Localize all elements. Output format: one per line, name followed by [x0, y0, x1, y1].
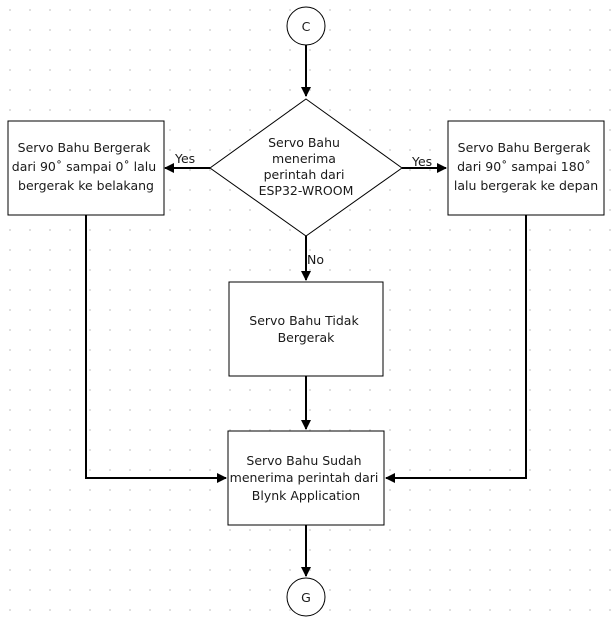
decision-node: Servo Bahu menerima perintah dari ESP32-… — [209, 98, 403, 237]
left-process-box: Servo Bahu Bergerak dari 90˚ sampai 0˚ l… — [7, 120, 165, 216]
result-line-2: menerima perintah dari — [230, 470, 379, 485]
left-process-text: Servo Bahu Bergerak dari 90˚ sampai 0˚ l… — [12, 140, 160, 193]
middle-line-1: Servo Bahu Tidak — [249, 313, 359, 328]
left-line-1: Servo Bahu Bergerak — [18, 140, 151, 155]
result-process-text: Servo Bahu Sudah menerima perintah dari … — [230, 453, 383, 503]
result-line-1: Servo Bahu Sudah — [246, 453, 361, 468]
decision-line-2: menerima — [272, 151, 336, 166]
right-line-2: dari 90˚ sampai 180˚ — [457, 159, 591, 174]
end-connector-label: G — [301, 590, 311, 605]
middle-line-2: Bergerak — [278, 330, 336, 345]
result-line-3: Blynk Application — [252, 488, 360, 503]
edge-label-yes-left: Yes — [174, 151, 195, 166]
edge-label-yes-right: Yes — [411, 154, 432, 169]
result-process-box: Servo Bahu Sudah menerima perintah dari … — [227, 430, 385, 526]
right-line-1: Servo Bahu Bergerak — [458, 140, 591, 155]
decision-text: Servo Bahu menerima perintah dari ESP32-… — [259, 135, 354, 198]
start-connector-label: C — [302, 19, 311, 34]
edge-right-to-result — [385, 215, 527, 483]
left-line-2: dari 90˚ sampai 0˚ lalu — [12, 159, 156, 174]
decision-line-4: ESP32-WROOM — [259, 183, 354, 198]
middle-process-box: Servo Bahu Tidak Bergerak — [228, 281, 384, 377]
end-connector: G — [286, 577, 326, 617]
right-process-text: Servo Bahu Bergerak dari 90˚ sampai 180˚… — [454, 140, 598, 193]
middle-process-text: Servo Bahu Tidak Bergerak — [249, 313, 362, 345]
connectors — [85, 45, 527, 577]
decision-line-1: Servo Bahu — [268, 135, 340, 150]
edge-label-no: No — [307, 252, 324, 267]
right-line-3: lalu bergerak ke depan — [454, 178, 598, 193]
left-line-3: bergerak ke belakang — [18, 178, 154, 193]
start-connector: C — [286, 6, 326, 46]
edge-left-to-result — [85, 215, 227, 483]
right-process-box: Servo Bahu Bergerak dari 90˚ sampai 180˚… — [447, 120, 605, 216]
decision-line-3: perintah dari — [264, 167, 345, 182]
